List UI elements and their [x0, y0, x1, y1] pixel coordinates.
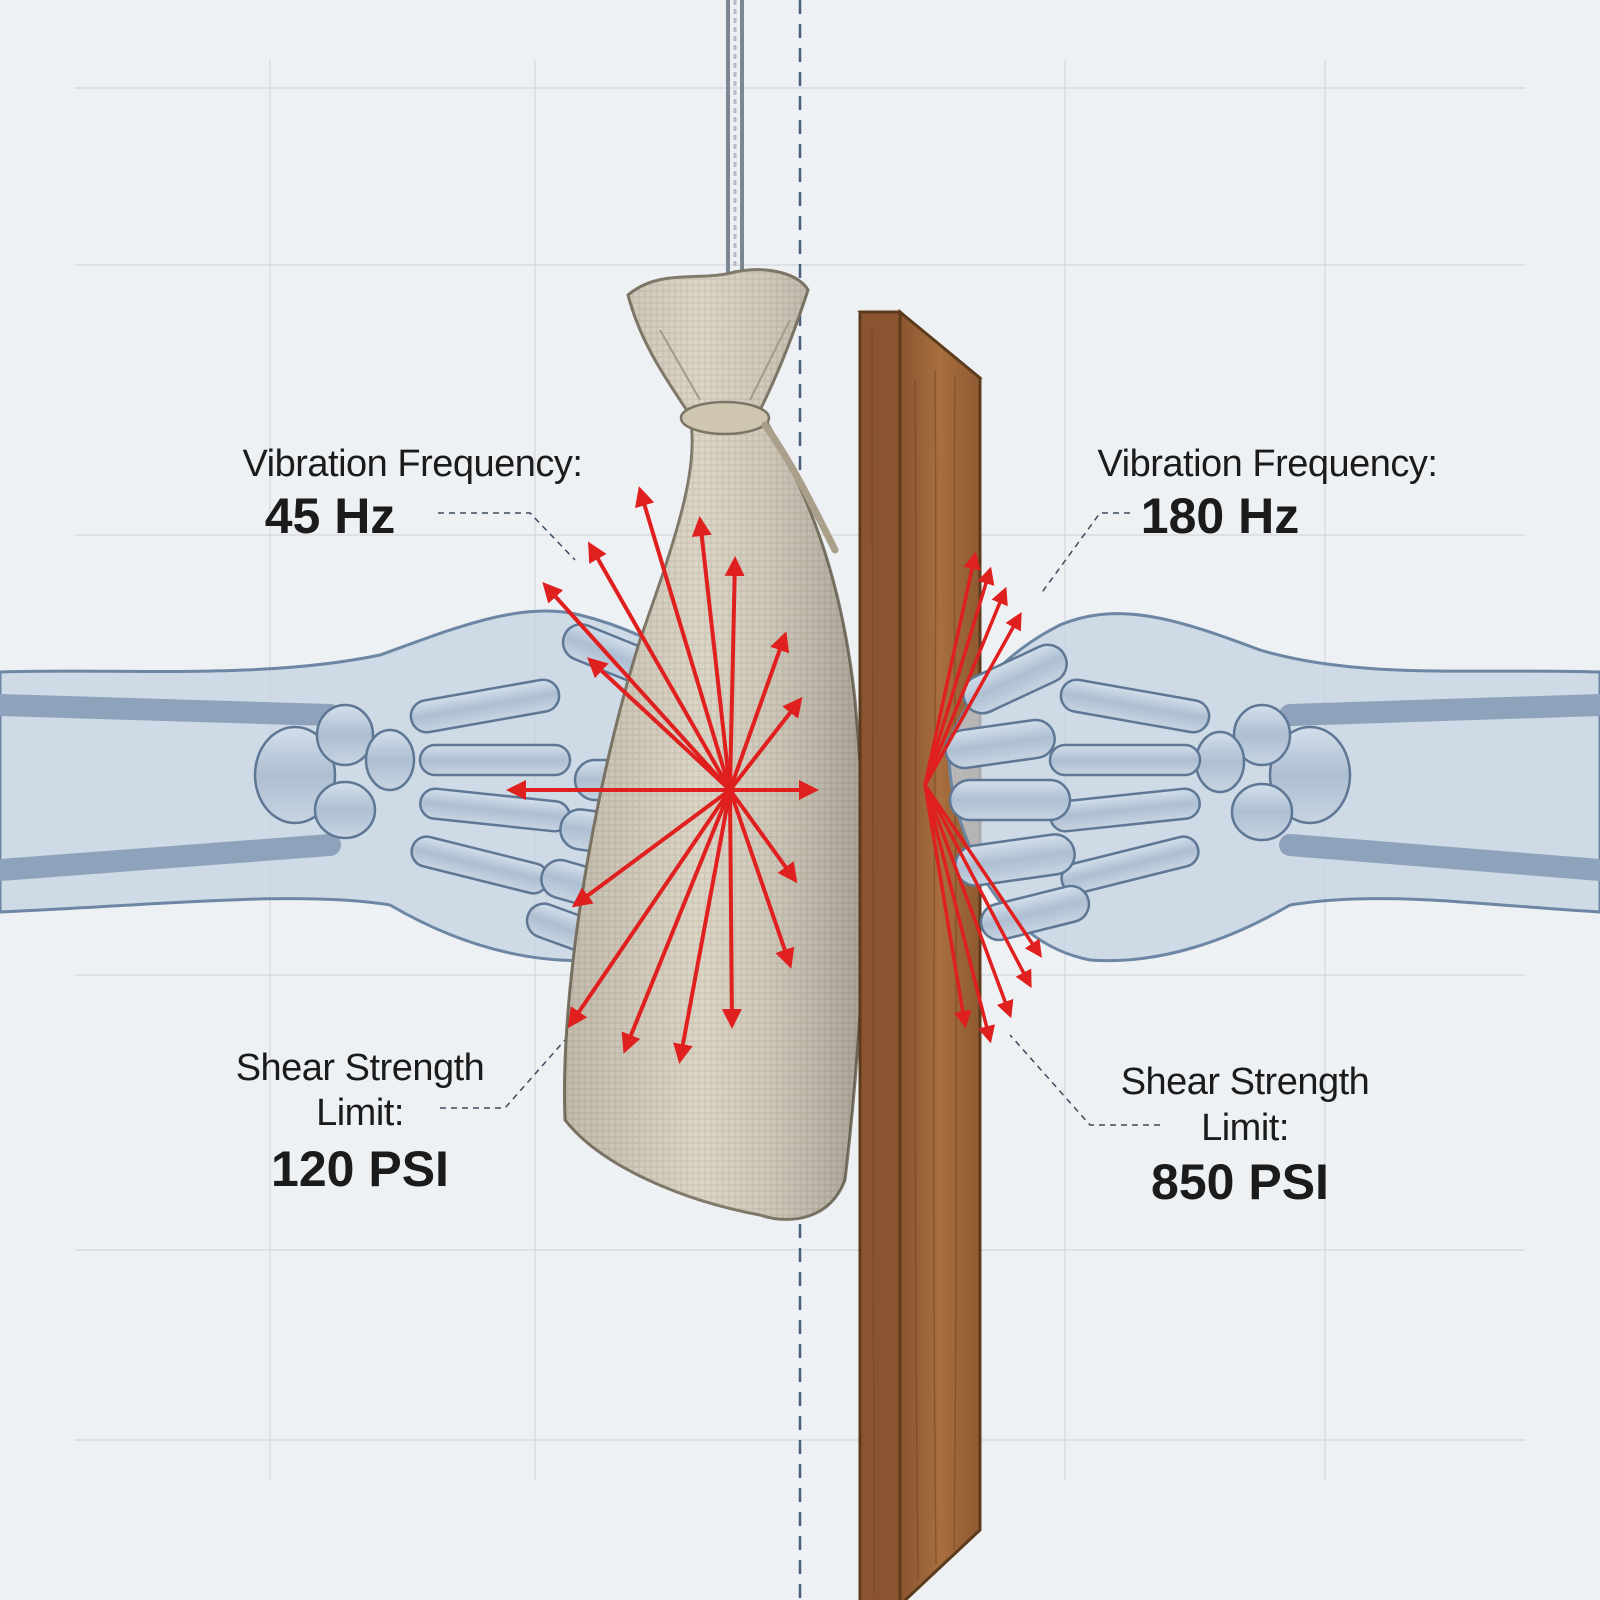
leader-lines — [438, 512, 1160, 1126]
right-vibration-label: Vibration Frequency: — [1097, 443, 1438, 485]
left-vibration-value: 45 Hz — [264, 488, 396, 544]
right-shear-label-line1: Shear Strength — [1120, 1061, 1370, 1103]
left-shear-label-line2: Limit: — [316, 1092, 404, 1134]
rope-icon — [726, 0, 744, 275]
left-vibration-label: Vibration Frequency: — [242, 443, 583, 485]
left-shear-value: 120 PSI — [271, 1141, 449, 1197]
left-shear-label-line1: Shear Strength — [235, 1047, 485, 1089]
right-vibration-value: 180 Hz — [1140, 488, 1300, 544]
right-shear-label-line2: Limit: — [1201, 1107, 1289, 1149]
sandbag-icon — [562, 268, 866, 1221]
force-arrows-bag — [506, 486, 819, 1064]
right-hand-skeleton-icon — [944, 612, 1600, 963]
force-arrows-board — [923, 551, 1042, 1044]
wooden-board-icon — [857, 308, 983, 1600]
right-shear-value: 850 PSI — [1151, 1154, 1329, 1210]
